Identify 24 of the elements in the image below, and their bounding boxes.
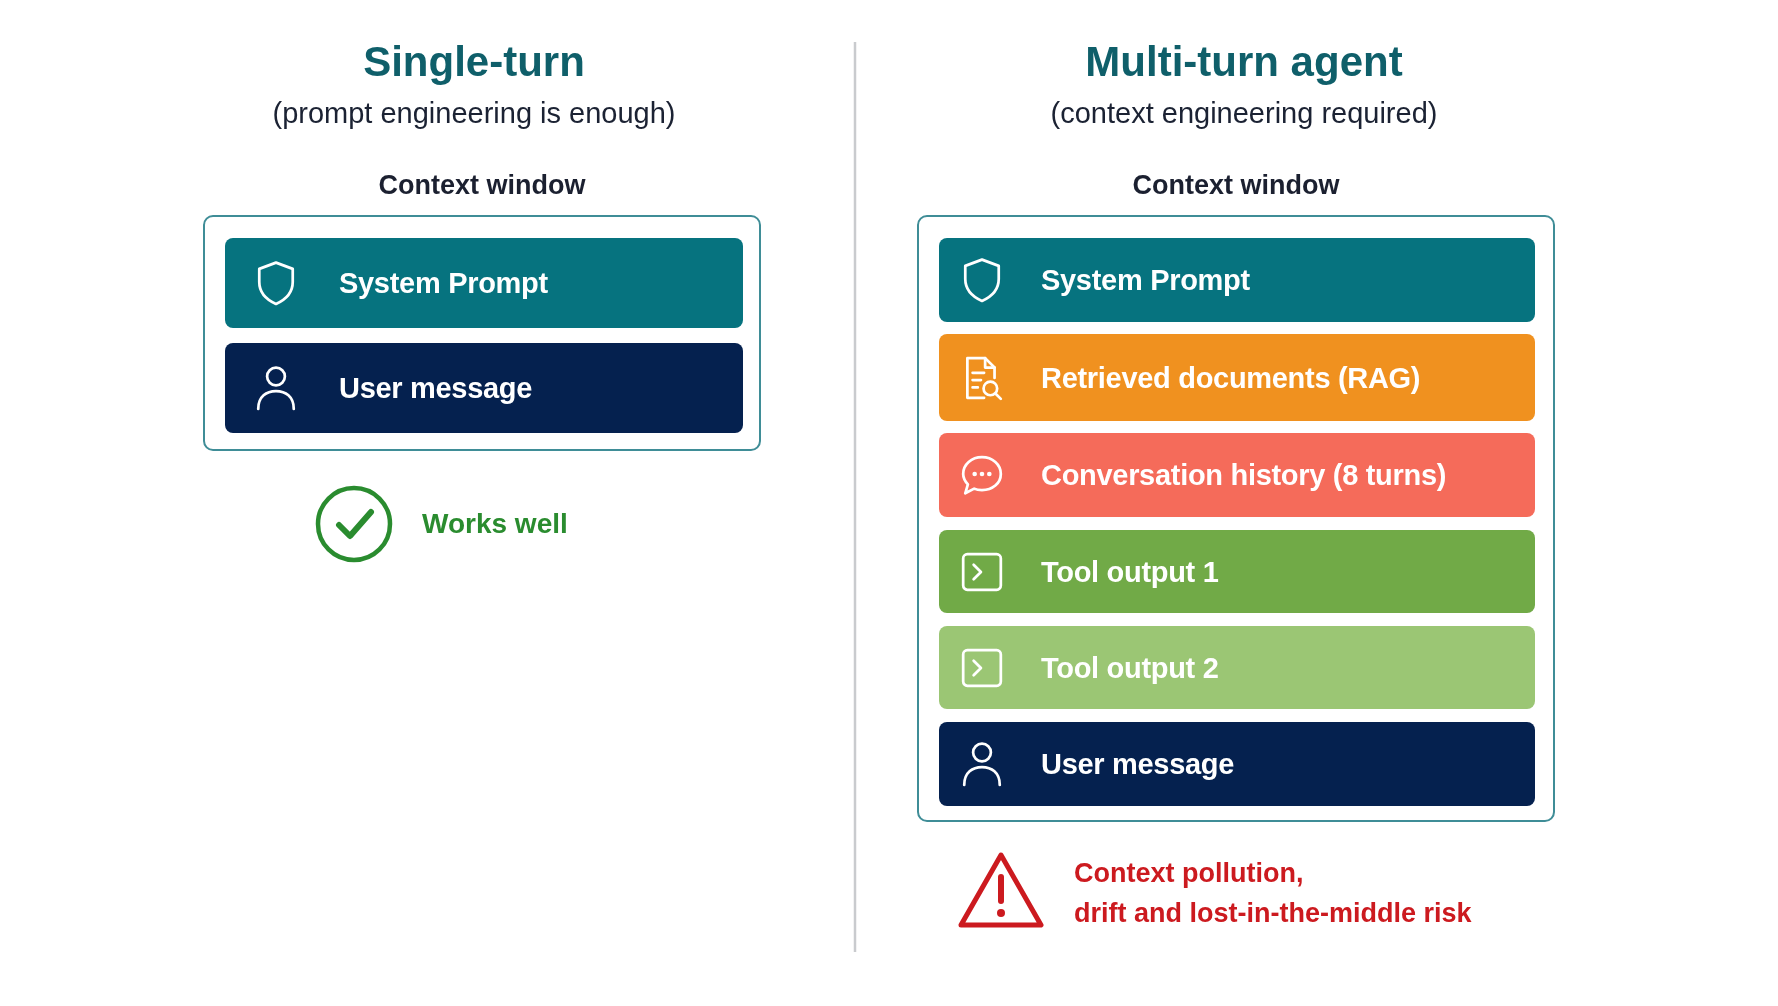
panel-heading: Context window xyxy=(378,169,586,202)
status-text: Works well xyxy=(422,507,568,541)
context-block xyxy=(939,530,1535,613)
block-label: System Prompt xyxy=(1041,263,1250,298)
block-label: Retrieved documents (RAG) xyxy=(1041,360,1421,396)
context-block xyxy=(939,433,1535,517)
panel-heading: Context window xyxy=(1132,169,1340,202)
block-label: System Prompt xyxy=(339,266,548,301)
column-subtitle: (prompt engineering is enough) xyxy=(272,96,676,131)
block-label: User message xyxy=(339,371,533,406)
context-block xyxy=(939,334,1535,421)
context-block xyxy=(939,626,1535,709)
context-block xyxy=(225,343,743,433)
column-title: Single-turn xyxy=(363,37,585,87)
warning-text: Context pollution, drift and lost-in-the-middle risk xyxy=(1074,857,1472,930)
context-block xyxy=(225,238,743,328)
column-subtitle: (context engineering required) xyxy=(1050,96,1438,131)
context-block xyxy=(939,238,1535,322)
block-label: Tool output 2 xyxy=(1041,650,1219,686)
block-label: Tool output 1 xyxy=(1041,554,1219,590)
block-label: Conversation history (8 turns) xyxy=(1041,458,1447,493)
block-label: User message xyxy=(1041,747,1235,782)
context-block xyxy=(939,722,1535,806)
column-title: Multi-turn agent xyxy=(1085,37,1403,87)
